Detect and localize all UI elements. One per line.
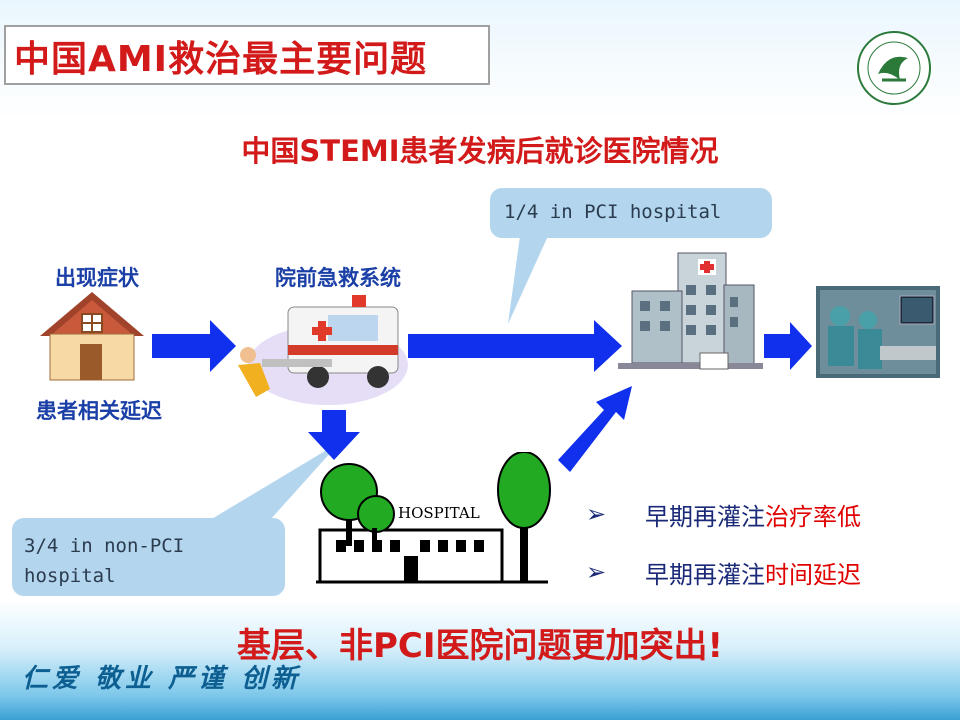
slide-subtitle: 中国STEMI患者发病后就诊医院情况: [241, 134, 719, 168]
bullet-marker-1: ➢: [586, 500, 607, 528]
bullet-1-prefix: 早期再灌注: [645, 503, 765, 531]
ems-label: 院前急救系统: [275, 266, 401, 290]
pci-hospital-icon: [618, 252, 763, 370]
bullet-marker-2: ➢: [586, 558, 607, 586]
university-logo: [857, 31, 931, 105]
non-pci-hospital-sign: HOSPITAL: [398, 504, 480, 522]
arrow-pci-to-cathlab: [764, 322, 812, 370]
footer-motto: 仁爱 敬业 严谨 创新: [22, 664, 302, 694]
arrow-ems-to-non-pci: [308, 410, 360, 460]
conclusion-text: 基层、非PCI医院问题更加突出!: [236, 626, 724, 666]
page-title: 中国AMI救治最主要问题: [14, 39, 428, 80]
non-pci-hospital-icon: [316, 452, 551, 584]
non-pci-callout-tail: [210, 442, 340, 520]
house-icon: [40, 292, 144, 381]
pci-callout-tail: [508, 236, 548, 324]
arrow-ems-to-pci-hospital: [408, 320, 622, 372]
arrow-non-pci-to-pci: [558, 386, 632, 472]
title-frame: [4, 25, 490, 85]
patient-delay-label: 患者相关延迟: [36, 399, 162, 423]
ambulance-icon: [238, 295, 408, 405]
non-pci-callout-text-2: hospital: [24, 565, 116, 587]
cath-lab-photo: [816, 286, 940, 378]
bullet-2-highlight: 时间延迟: [765, 561, 861, 589]
symptom-label: 出现症状: [55, 266, 139, 290]
bullet-2: 早期再灌注时间延迟: [645, 555, 861, 590]
bullet-1-highlight: 治疗率低: [765, 503, 861, 531]
arrow-home-to-ems: [152, 320, 236, 372]
bullet-2-prefix: 早期再灌注: [645, 561, 765, 589]
pci-callout-text: 1/4 in PCI hospital: [504, 201, 722, 223]
non-pci-callout-text-1: 3/4 in non-PCI: [24, 535, 185, 557]
footer-background: [0, 600, 960, 720]
bullet-1: 早期再灌注治疗率低: [645, 497, 861, 532]
